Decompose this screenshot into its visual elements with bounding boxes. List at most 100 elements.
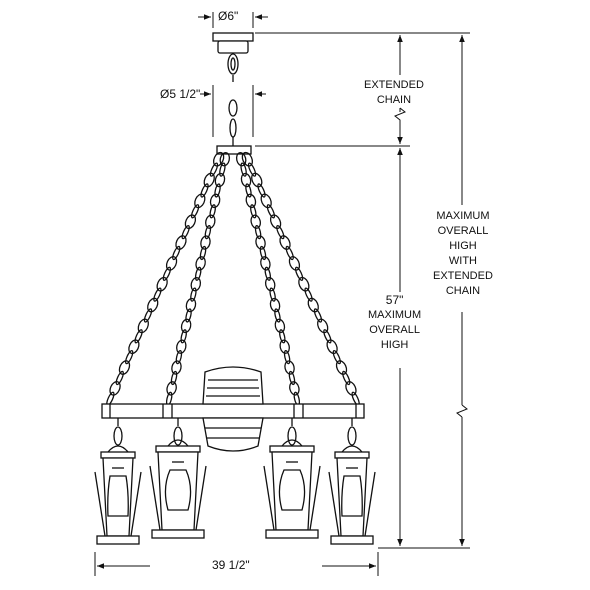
chain-link (254, 224, 262, 240)
chain-link (307, 297, 319, 313)
chain-link (190, 287, 197, 302)
chain-link (240, 172, 252, 188)
chain-link (175, 349, 183, 365)
chain-link (284, 360, 295, 375)
chain-link (162, 266, 172, 281)
chain-link (209, 204, 216, 219)
canopy-diameter-label: Ø6" (218, 9, 239, 23)
chain-link (285, 245, 294, 261)
chain-link (317, 318, 329, 334)
chain-link (170, 370, 178, 386)
max-high-line: OVERALL (369, 324, 420, 336)
extended-chain-line: CHAIN (376, 94, 412, 106)
chain-link (190, 277, 202, 292)
chain-link (204, 224, 212, 240)
chain-link (304, 287, 313, 302)
chain-link (180, 318, 192, 334)
width-dimension-label: 39 1/2" (212, 558, 250, 572)
chain-link (165, 256, 178, 271)
chain-link (283, 349, 291, 365)
chain-link (219, 162, 226, 177)
top-chain (227, 53, 239, 146)
chain-link (180, 329, 187, 344)
max-ext-line: EXTENDED (433, 270, 493, 282)
chain-link (205, 214, 216, 229)
chain-link (214, 172, 226, 188)
chain-link (279, 329, 286, 344)
chain-link (274, 318, 286, 334)
chain-link (342, 370, 351, 386)
support-chains (106, 151, 360, 406)
chain-link (269, 287, 276, 302)
height-dimension-label: 57" (385, 293, 404, 307)
loop-diameter-label: Ø5 1/2" (160, 87, 201, 101)
chain-link (209, 162, 219, 177)
chain-link (326, 339, 338, 355)
chain-link (332, 349, 342, 365)
chain-link (294, 266, 304, 281)
chain-link (264, 277, 276, 292)
chain-link (260, 256, 271, 271)
chain-link (255, 235, 266, 250)
chain-link (323, 329, 332, 344)
chain-link (115, 370, 124, 386)
chain-link (209, 193, 221, 209)
chain-link (143, 308, 153, 323)
chain-link (269, 214, 282, 230)
chain-link (147, 297, 159, 313)
chain-link (124, 349, 134, 365)
chain-link (276, 224, 285, 240)
chain-link (245, 193, 257, 209)
extended-chain-label: EXTENDED CHAIN (364, 78, 424, 108)
chain-link (298, 276, 310, 292)
chain-link (245, 183, 252, 198)
max-ext-line: MAXIMUM (436, 210, 490, 222)
chain-link (250, 214, 261, 229)
chain-link (172, 245, 181, 261)
chain-link (219, 152, 231, 167)
max-ext-line: WITH (448, 255, 477, 267)
chain-hub (216, 145, 252, 155)
chain-link (214, 183, 221, 198)
chain-link (199, 245, 207, 261)
chain-link (257, 183, 266, 198)
chain-link (166, 381, 177, 396)
chain-link (134, 329, 143, 344)
chain-link (235, 152, 247, 167)
chain-link (241, 151, 254, 167)
max-overall-high-label: 57" MAXIMUM OVERALL HIGH (368, 293, 421, 353)
chain-link (279, 339, 290, 354)
chain-link (194, 193, 206, 209)
extended-chain-line: EXTENDED (364, 79, 424, 91)
chain-link (247, 162, 257, 177)
chain-link (251, 172, 263, 188)
center-cylinder (202, 366, 264, 452)
chain-link (335, 360, 348, 375)
chain-link (171, 360, 182, 375)
chain-link (109, 381, 121, 396)
chain-link (259, 245, 267, 261)
chain-link (175, 235, 187, 250)
chain-link (274, 308, 281, 323)
chain-link (200, 235, 211, 250)
chain-link (184, 214, 197, 230)
chain-link (153, 287, 162, 302)
chain-link (269, 297, 281, 313)
max-ext-line: CHAIN (445, 285, 481, 297)
chain-link (266, 204, 276, 219)
lantern (328, 418, 376, 545)
lantern (94, 418, 142, 545)
chain-link (185, 297, 197, 313)
chain-link (185, 308, 192, 323)
chain-link (194, 266, 202, 281)
chain-link (137, 318, 149, 334)
chain-link (203, 172, 215, 188)
chain-link (195, 256, 206, 271)
max-high-line: MAXIMUM (368, 309, 422, 321)
chain-link (118, 360, 131, 375)
chain-link (264, 266, 272, 281)
chain-link (128, 339, 140, 355)
chain-link (250, 204, 257, 219)
max-high-line: HIGH (380, 339, 409, 351)
